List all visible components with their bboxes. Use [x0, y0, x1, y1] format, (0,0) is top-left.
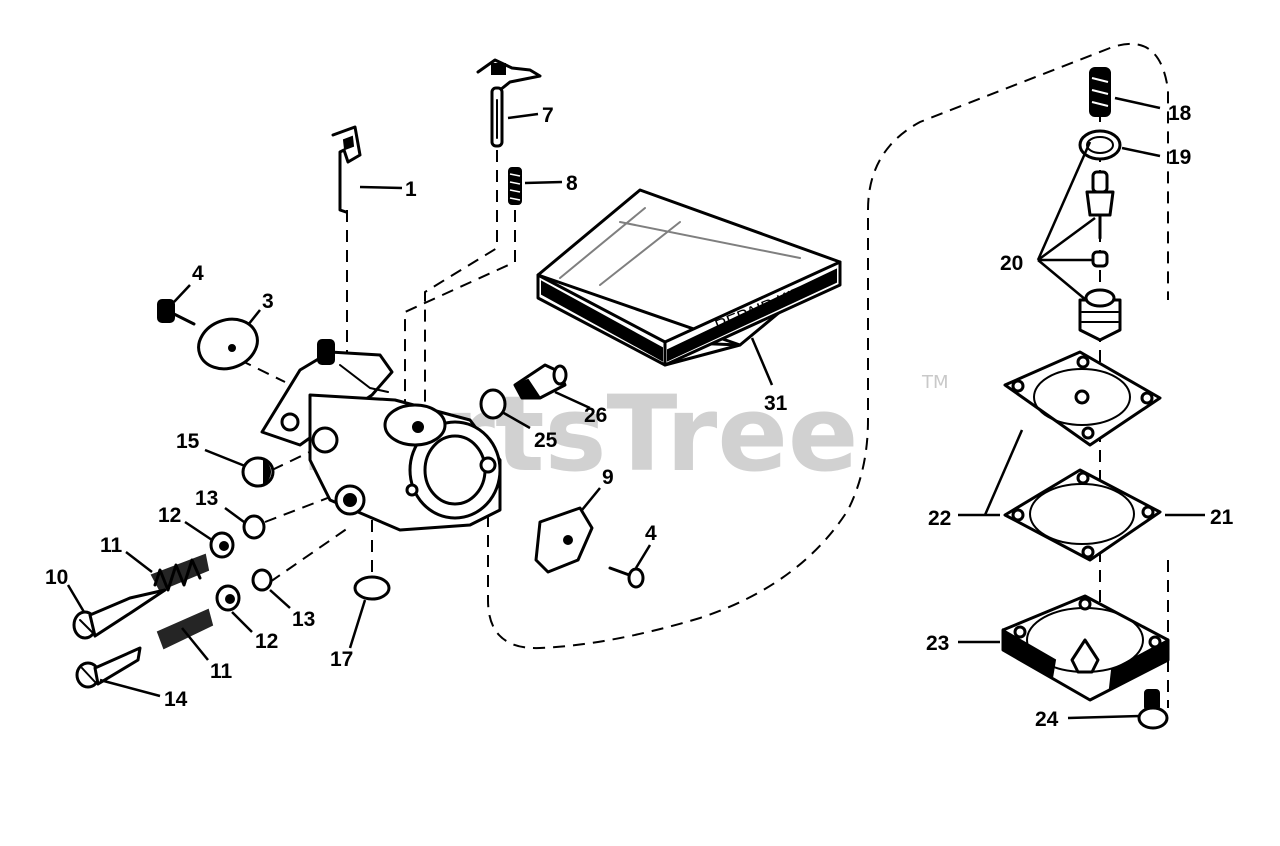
callout-13-lower: 13	[292, 608, 315, 631]
leader-lines	[66, 96, 1205, 720]
part-11-spring-upper	[150, 553, 210, 592]
part-4-screw-lower	[608, 566, 645, 589]
part-13-o-ring-upper	[242, 514, 266, 540]
callout-17: 17	[330, 648, 353, 671]
part-4-screw-upper	[157, 299, 196, 326]
callout-13-upper: 13	[195, 487, 218, 510]
part-10-idle-needle	[72, 588, 167, 640]
callout-11-upper: 11	[100, 534, 123, 557]
part-26-fuel-fitting	[513, 363, 568, 400]
part-14-main-needle	[75, 646, 142, 689]
callout-18: 18	[1168, 102, 1192, 125]
callout-8: 8	[566, 172, 578, 195]
assembly-line-needle-lower	[269, 527, 349, 583]
callout-4-lower: 4	[645, 522, 657, 545]
part-12-washer-lower	[215, 584, 241, 612]
part-13-o-ring-lower	[251, 568, 273, 592]
part-8-spring	[508, 167, 522, 205]
callout-21: 21	[1210, 506, 1234, 529]
part-20-inlet-needle-seat	[1078, 170, 1122, 342]
callout-19: 19	[1168, 146, 1191, 169]
assembly-line-spring	[404, 210, 516, 420]
part-3-choke-plate	[197, 317, 259, 371]
part-11-spring-lower	[156, 608, 214, 650]
callout-15: 15	[176, 430, 200, 453]
part-21-pump-gasket	[1003, 468, 1162, 562]
callout-1: 1	[405, 178, 417, 201]
callout-11-lower: 11	[210, 660, 233, 683]
part-12-washer-upper	[209, 531, 235, 559]
part-25-gasket-ring	[479, 388, 507, 420]
part-9-throttle-plate	[534, 506, 594, 574]
assembly-line-choke-plate	[239, 359, 286, 383]
part-15-plug	[241, 456, 275, 488]
part-18-inlet-spring	[1089, 67, 1111, 117]
part-1-choke-lever	[331, 125, 362, 214]
callout-22: 22	[928, 507, 951, 530]
part-31-repair-kit-box: REPAIR KIT	[536, 188, 842, 367]
callout-23: 23	[926, 632, 949, 655]
callout-31: 31	[764, 392, 788, 415]
callout-labels: 1 3 4 4 7 8 9 10 11 11 12 12 13 13 14 15…	[45, 102, 1234, 731]
assembly-line-throttle-shaft	[424, 150, 498, 420]
callout-25: 25	[534, 429, 558, 452]
callout-26: 26	[584, 404, 607, 427]
callout-24: 24	[1035, 708, 1059, 731]
callout-9: 9	[602, 466, 614, 489]
carburetor-body	[260, 339, 502, 532]
callout-12-upper: 12	[158, 504, 181, 527]
part-17-welch-plug	[353, 575, 391, 601]
callout-20: 20	[1000, 252, 1023, 275]
part-23-pump-body	[1001, 594, 1170, 702]
callout-10: 10	[45, 566, 68, 589]
assembly-line-needle-upper	[264, 493, 339, 523]
part-22-pump-diaphragm-cover	[1003, 350, 1162, 447]
part-19-gasket	[1078, 129, 1122, 161]
callout-7: 7	[542, 104, 554, 127]
callout-3: 3	[262, 290, 274, 313]
callout-4-upper: 4	[192, 262, 204, 285]
kit-boundary-dashed-outline	[487, 42, 1169, 708]
callout-14: 14	[164, 688, 188, 711]
part-24-screw	[1137, 689, 1169, 730]
part-7-throttle-shaft	[476, 58, 542, 148]
watermark-trademark: TM	[921, 372, 949, 393]
callout-12-lower: 12	[255, 630, 278, 653]
